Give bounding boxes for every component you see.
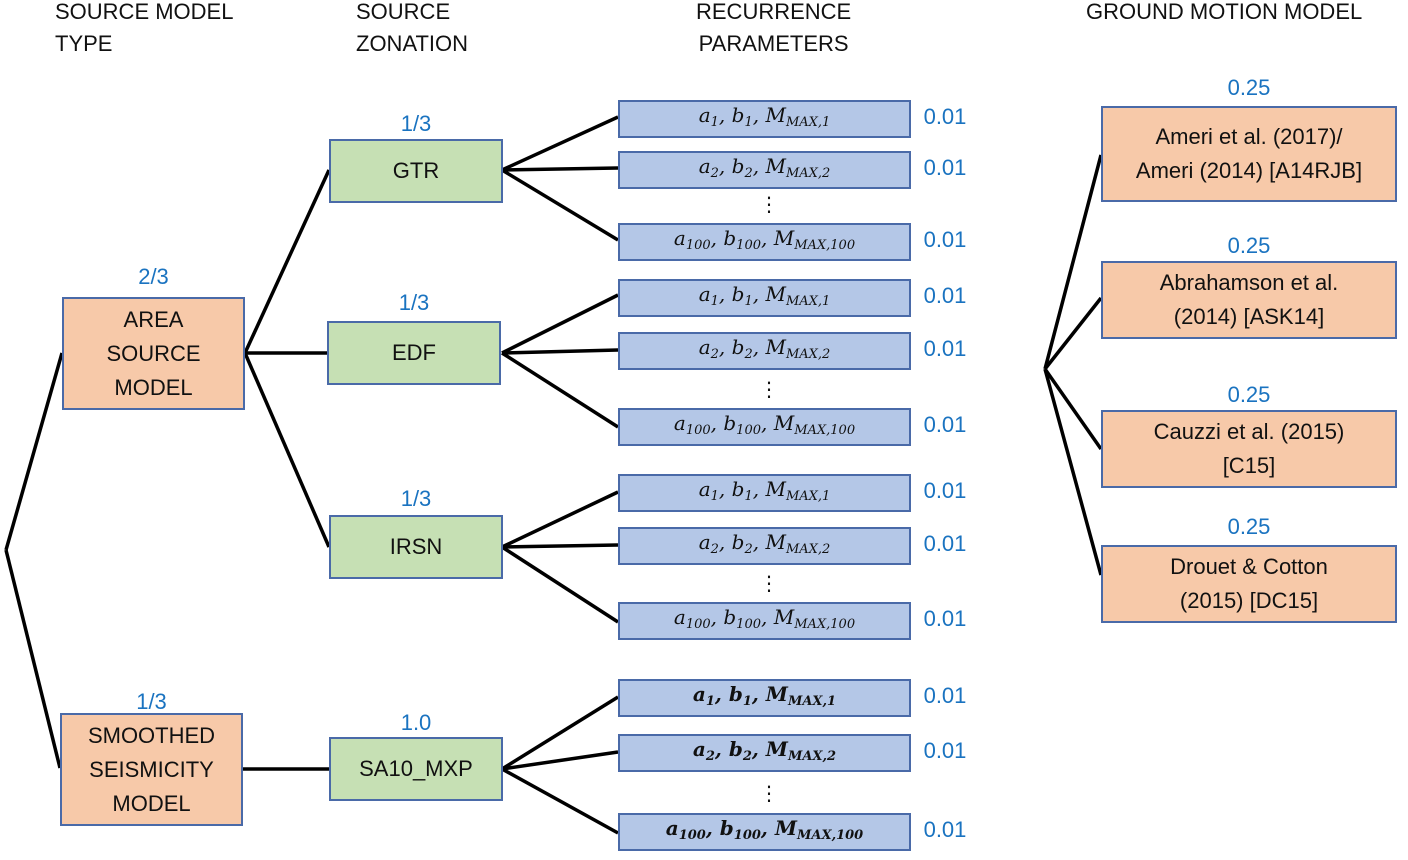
ellipsis-vertical-icon: ⋮ xyxy=(759,194,779,216)
weight-gmm-ask14: 0.25 xyxy=(1227,233,1271,258)
weight-edf: 1/3 xyxy=(398,290,430,315)
recurrence-params-text: a1, b1, MMAX,1 xyxy=(698,477,831,504)
recurrence-params-text: a100, b100, MMAX,100 xyxy=(673,605,856,632)
header-source-zonation: SOURCE ZONATION xyxy=(356,0,469,56)
edge-gmm-4 xyxy=(1043,368,1103,576)
edge-edf-r100 xyxy=(501,351,619,429)
recurrence-box: a2, b2, MMAX,2 xyxy=(618,332,911,370)
recurrence-weight: 0.01 xyxy=(923,283,967,308)
recurrence-params-text: a2, b2, MMAX,2 xyxy=(698,335,831,362)
weight-gmm-c15: 0.25 xyxy=(1227,382,1271,407)
node-gmm-ask14: Abrahamson et al. (2014) [ASK14] xyxy=(1101,261,1397,339)
recurrence-box: a100, b100, MMAX,100 xyxy=(618,602,911,640)
recurrence-box: a100, b100, MMAX,100 xyxy=(618,408,911,446)
recurrence-box: a1, b1, MMAX,1 xyxy=(618,100,911,138)
recurrence-weight: 0.01 xyxy=(923,227,967,252)
ellipsis-vertical-icon: ⋮ xyxy=(759,783,779,805)
recurrence-box: a1, b1, MMAX,1 xyxy=(618,279,911,317)
recurrence-params-text: a100, b100, MMAX,100 xyxy=(673,411,856,438)
recurrence-weight: 0.01 xyxy=(923,683,967,708)
edge-gmm-1 xyxy=(1043,154,1103,370)
edge-root-smoothed xyxy=(4,549,62,769)
recurrence-weight: 0.01 xyxy=(923,104,967,129)
recurrence-weight: 0.01 xyxy=(923,478,967,503)
recurrence-weight: 0.01 xyxy=(923,155,967,180)
recurrence-weight: 0.01 xyxy=(923,336,967,361)
recurrence-box: a2, b2, MMAX,2 xyxy=(618,527,911,565)
recurrence-params-text: a2, b2, MMAX,2 xyxy=(698,530,831,557)
header-recurrence-parameters: RECURRENCE PARAMETERS xyxy=(696,0,852,56)
edge-irsn-r100 xyxy=(501,545,619,624)
edge-sa10-r2 xyxy=(501,750,619,771)
recurrence-params-text: a2, b2, MMAX,2 xyxy=(698,154,831,181)
weight-gtr: 1/3 xyxy=(400,111,432,136)
weight-irsn: 1/3 xyxy=(400,486,432,511)
recurrence-params-text: a2, b2, MMAX,2 xyxy=(692,737,837,764)
recurrence-box: a1, b1, MMAX,1 xyxy=(618,474,911,512)
edge-gtr-r100 xyxy=(501,168,619,242)
ellipsis-vertical-icon: ⋮ xyxy=(759,573,779,595)
recurrence-box: a2, b2, MMAX,2 xyxy=(618,734,911,772)
edge-area-gtr xyxy=(243,169,331,354)
edge-root-area xyxy=(4,352,64,551)
edge-irsn-r2 xyxy=(501,543,619,549)
edge-edf-r2 xyxy=(501,348,619,355)
ellipsis-vertical-icon: ⋮ xyxy=(759,379,779,401)
edge-gtr-r1 xyxy=(501,115,619,172)
recurrence-params-text: a1, b1, MMAX,1 xyxy=(692,682,837,709)
recurrence-weight: 0.01 xyxy=(923,531,967,556)
node-smoothed-seismicity-model: SMOOTHED SEISMICITY MODEL xyxy=(60,713,243,826)
recurrence-weight: 0.01 xyxy=(923,738,967,763)
node-irsn: IRSN xyxy=(329,515,503,579)
node-gmm-dc15: Drouet & Cotton (2015) [DC15] xyxy=(1101,545,1397,623)
edge-sa10-r1 xyxy=(501,695,619,771)
recurrence-box: a100, b100, MMAX,100 xyxy=(618,223,911,261)
node-gmm-a14rjb: Ameri et al. (2017)/ Ameri (2014) [A14RJ… xyxy=(1101,106,1397,202)
edge-edf-r1 xyxy=(501,293,619,355)
header-ground-motion-model: GROUND MOTION MODEL xyxy=(1086,0,1363,24)
weight-area-source-model: 2/3 xyxy=(138,264,169,289)
edge-irsn-r1 xyxy=(501,490,619,549)
recurrence-box: a100, b100, MMAX,100 xyxy=(618,813,911,851)
edge-area-irsn xyxy=(243,352,331,548)
recurrence-weight: 0.01 xyxy=(923,817,967,842)
recurrence-params-text: a1, b1, MMAX,1 xyxy=(698,103,831,130)
node-area-source-model: AREA SOURCE MODEL xyxy=(62,297,245,410)
recurrence-box: a1, b1, MMAX,1 xyxy=(618,679,911,717)
weight-gmm-dc15: 0.25 xyxy=(1227,514,1271,539)
weight-sa10-mxp: 1.0 xyxy=(400,710,432,735)
recurrence-weight: 0.01 xyxy=(923,412,967,437)
node-sa10-mxp: SA10_MXP xyxy=(329,737,503,801)
node-gtr: GTR xyxy=(329,139,503,203)
weight-smoothed-seismicity-model: 1/3 xyxy=(136,689,167,714)
edge-gmm-3 xyxy=(1043,367,1103,451)
recurrence-params-text: a100, b100, MMAX,100 xyxy=(665,816,864,843)
node-gmm-c15: Cauzzi et al. (2015) [C15] xyxy=(1101,410,1397,488)
recurrence-params-text: a1, b1, MMAX,1 xyxy=(698,282,831,309)
recurrence-params-text: a100, b100, MMAX,100 xyxy=(673,226,856,253)
edge-gtr-r2 xyxy=(501,166,619,172)
node-edf: EDF xyxy=(327,321,501,385)
header-source-model-type: SOURCE MODEL TYPE xyxy=(55,0,234,56)
weight-gmm-a14rjb: 0.25 xyxy=(1227,75,1271,100)
recurrence-weight: 0.01 xyxy=(923,606,967,631)
edge-gmm-2 xyxy=(1043,296,1103,371)
recurrence-box: a2, b2, MMAX,2 xyxy=(618,151,911,189)
edge-sa10-r100 xyxy=(501,767,619,835)
